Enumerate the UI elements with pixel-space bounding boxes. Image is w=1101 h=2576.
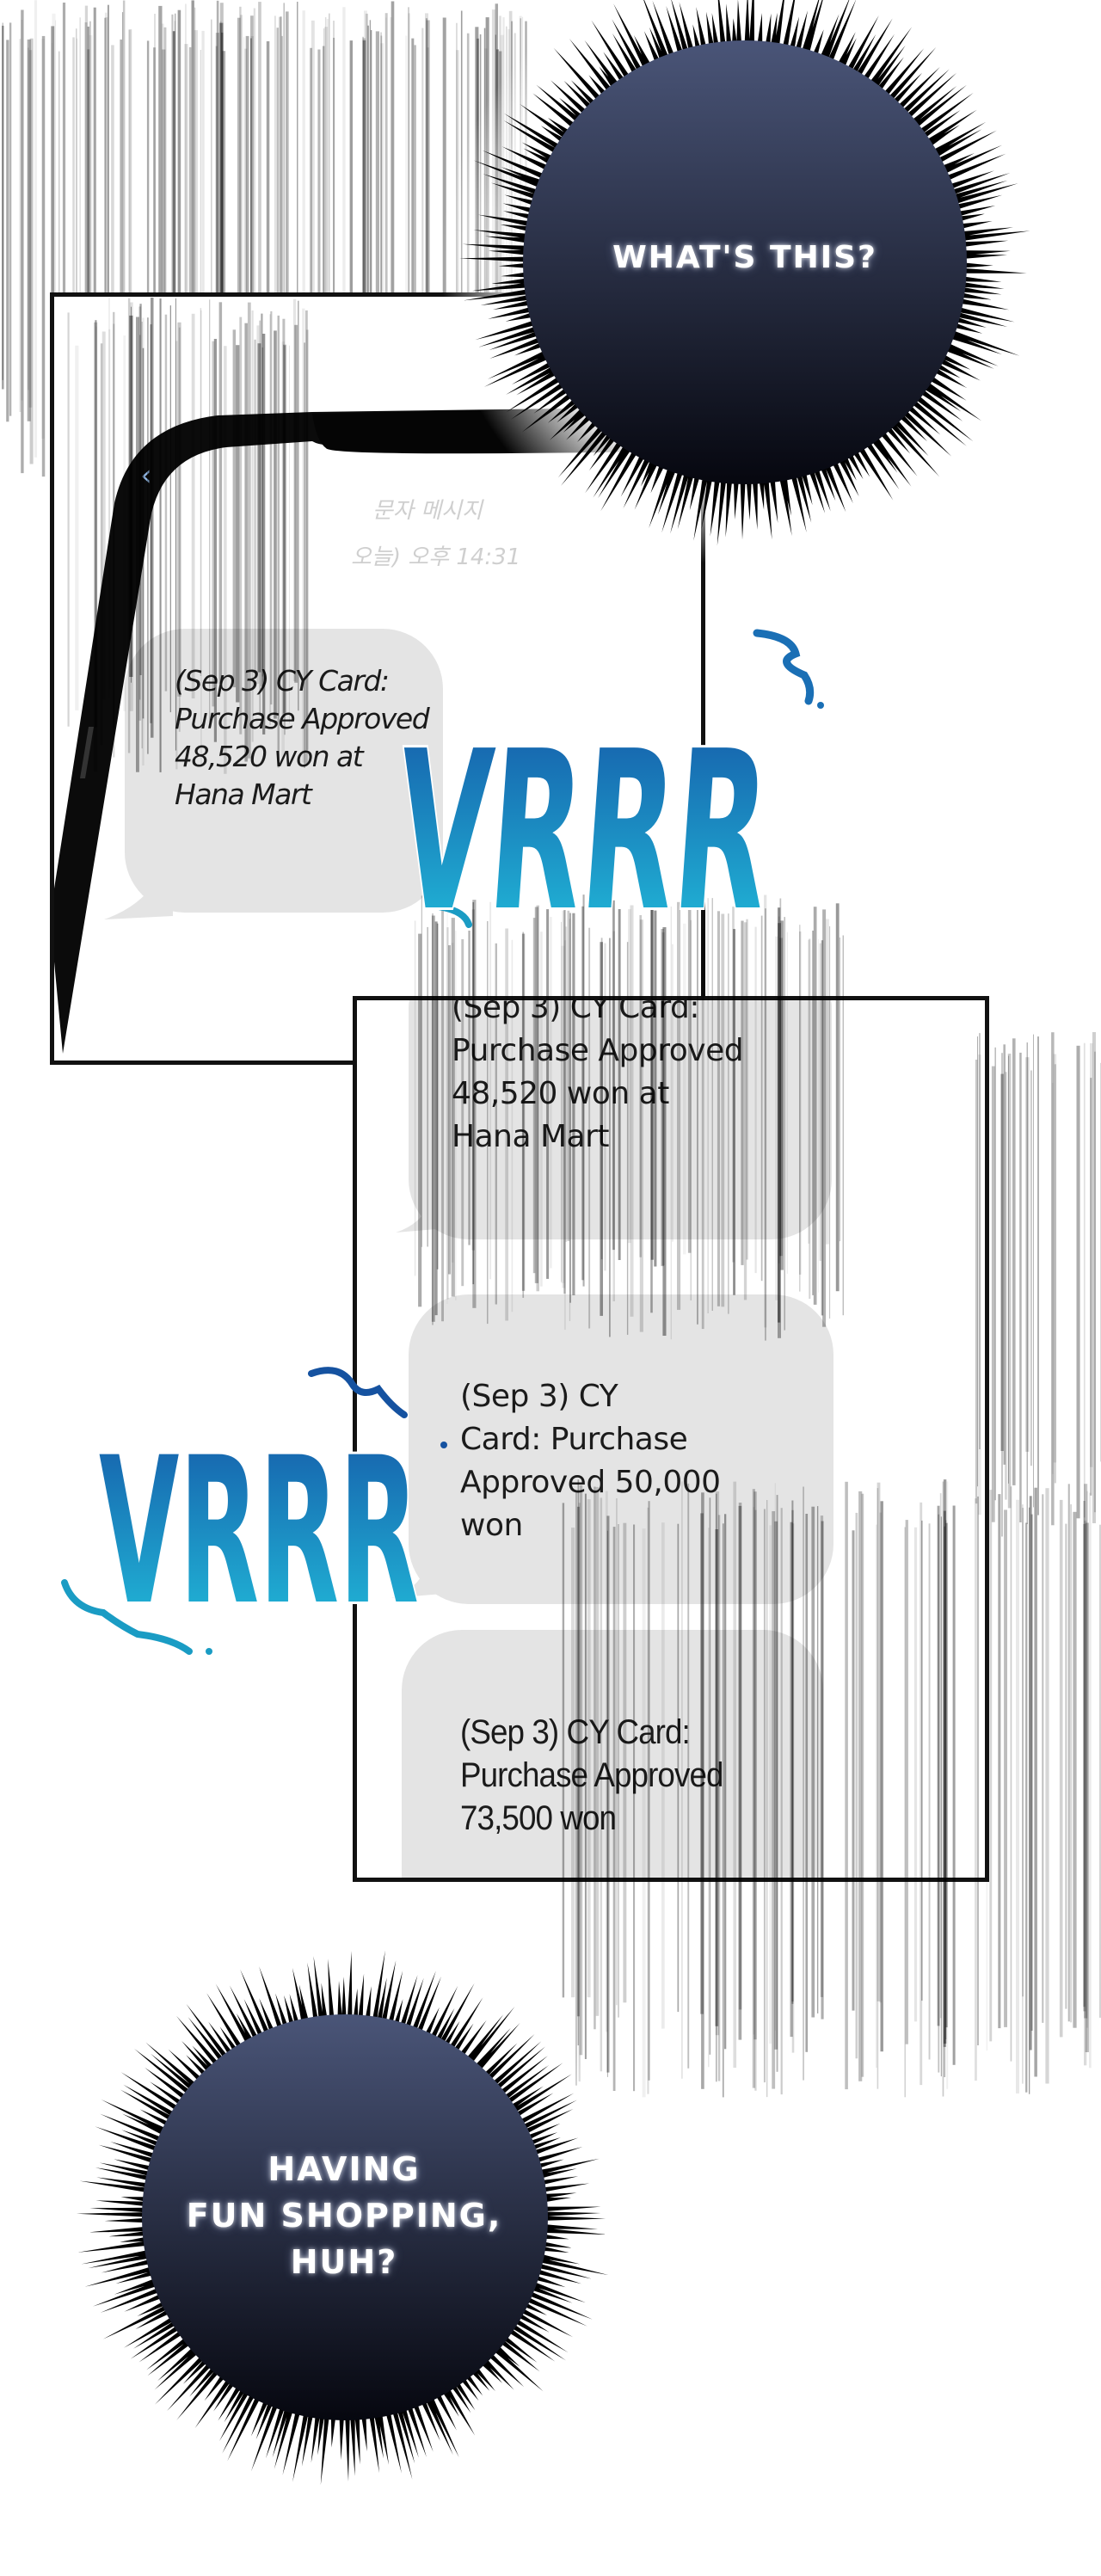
message-text: (Sep 3) CY Card: Purchase Approved 73,50… — [460, 1713, 723, 1837]
speed-line — [1089, 1492, 1092, 2069]
speed-line — [1052, 1083, 1054, 1474]
message-bubble — [409, 1294, 833, 1604]
speed-line — [1084, 1484, 1088, 2019]
bubble-tail — [391, 1551, 443, 1598]
speed-line — [1090, 1042, 1093, 1467]
speed-line — [1001, 1053, 1003, 1537]
speed-line — [1030, 1514, 1033, 2031]
speed-line — [21, 9, 24, 474]
bubble-tail — [396, 1185, 447, 1233]
speed-line — [1083, 1523, 1086, 2012]
speed-line — [1007, 1054, 1012, 1509]
speed-line — [1092, 1032, 1096, 1523]
speed-line — [1053, 1054, 1057, 1463]
speed-line — [28, 50, 33, 408]
speed-line — [1003, 1044, 1006, 1465]
bubble-tail — [104, 864, 173, 919]
phone-header-title: 문자 메시지 — [372, 498, 483, 524]
speed-line — [41, 39, 45, 439]
speed-line — [1073, 1511, 1077, 2028]
chevron-left-icon[interactable]: ‹ — [140, 458, 152, 493]
speed-line — [1051, 1032, 1055, 1526]
speed-line — [1022, 1508, 1024, 1997]
speed-line — [998, 1494, 1001, 2029]
message-text: (Sep 3) CY Card: Purchase Approved 50,00… — [460, 1379, 721, 1543]
message-bubble — [125, 629, 443, 913]
speed-line — [1029, 1507, 1030, 2094]
speed-line — [1004, 1509, 1007, 2027]
speed-line — [1025, 1057, 1030, 1452]
speed-line — [1070, 1504, 1072, 2023]
speed-line — [1084, 1520, 1087, 2066]
speed-line — [1019, 1052, 1022, 1522]
speed-line — [1026, 1042, 1028, 1524]
speed-line — [1029, 1496, 1032, 2050]
speed-line — [27, 39, 31, 421]
speed-line — [41, 35, 46, 477]
panel-phone-closeup: ‹ 문자 메시지 오늘) 오후 14:31 (Sep 3) CY Card: P… — [50, 292, 705, 1065]
speed-line — [2, 25, 4, 390]
speed-line — [2, 22, 3, 380]
speed-line — [19, 39, 22, 412]
speed-line — [1065, 1523, 1067, 2009]
speed-line — [989, 1490, 993, 2042]
narration-having-fun-shopping: HAVING FUN SHOPPING, HUH? — [186, 2150, 502, 2281]
speed-line — [34, 0, 38, 458]
speed-line — [1033, 1034, 1034, 1508]
speed-line — [1067, 1484, 1070, 2022]
speed-line — [1083, 1042, 1086, 1518]
speed-line — [1012, 1038, 1016, 1485]
speed-line — [1034, 1487, 1037, 2077]
speed-line — [1042, 1494, 1044, 2023]
speed-line — [6, 40, 9, 422]
speed-line — [1030, 1070, 1032, 1466]
speed-line — [21, 20, 23, 401]
speed-line — [29, 38, 34, 464]
speed-line — [991, 1066, 995, 1522]
speed-line — [1054, 1064, 1056, 1484]
speed-line — [1008, 1055, 1009, 1484]
message-bubble — [402, 1630, 823, 1878]
speed-line — [1022, 1504, 1024, 2084]
speed-line — [27, 47, 29, 390]
speed-line — [1016, 1499, 1019, 2093]
speed-line — [1005, 1072, 1007, 1500]
speed-line — [1045, 1488, 1049, 2084]
speed-line — [1059, 1499, 1063, 2038]
speed-line — [1083, 1501, 1086, 2007]
speed-line — [1085, 1522, 1089, 2052]
speed-line — [1094, 1051, 1096, 1513]
speed-line — [1086, 1491, 1089, 2028]
message-text: (Sep 3) CY Card: Purchase Approved 48,52… — [452, 996, 744, 1154]
phone-header-timestamp: 오늘) 오후 14:31 — [351, 544, 521, 570]
speed-line — [1025, 1522, 1028, 2093]
phone-top-notch — [312, 407, 656, 454]
speed-line — [9, 22, 12, 416]
message-bubble — [409, 1000, 832, 1239]
narration-whats-this: WHAT'S THIS? — [612, 240, 877, 275]
message-text: (Sep 3) CY Card: Purchase Approved 48,52… — [175, 664, 430, 811]
speed-line — [1037, 1036, 1039, 1515]
speed-line — [1010, 1486, 1012, 2062]
speed-line — [1090, 1078, 1092, 1496]
speed-line — [1076, 1045, 1080, 1519]
speed-line — [1000, 1073, 1004, 1451]
speed-line — [994, 1047, 996, 1501]
panel-message-list: (Sep 3) CY Card: Purchase Approved 48,52… — [353, 996, 989, 1882]
